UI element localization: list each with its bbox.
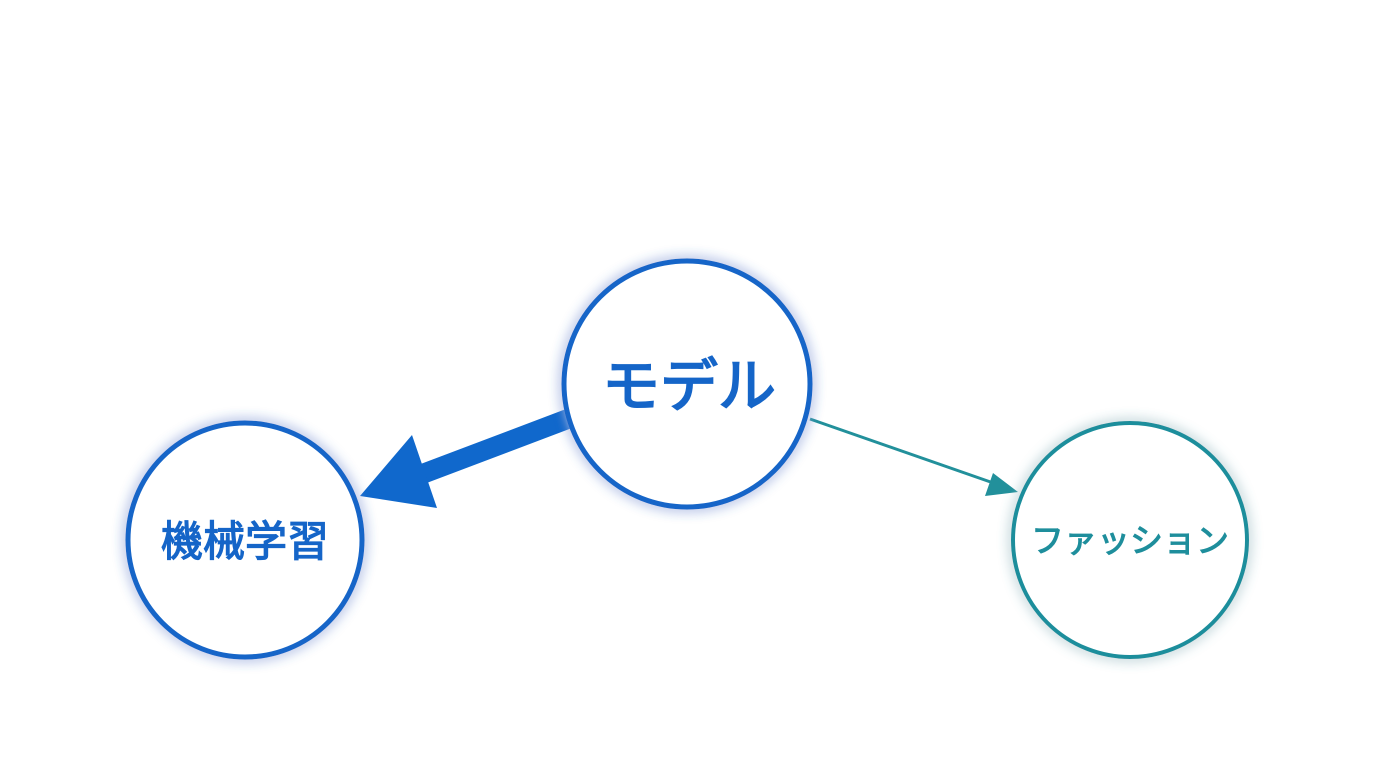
thick-arrow-head	[360, 435, 437, 508]
node-fashion-label: ファッション	[1031, 521, 1229, 560]
node-machine-learning-circle	[125, 420, 365, 660]
node-machine-learning-label: 機械学習	[161, 517, 329, 566]
node-model-circle	[561, 258, 813, 510]
edge-model-to-fashion	[809, 417, 1018, 496]
node-machine-learning: 機械学習	[125, 420, 365, 660]
edge-model-to-machine-learning	[360, 409, 572, 508]
thin-arrow-shaft	[809, 417, 1003, 488]
node-model-label: モデル	[602, 352, 776, 420]
thin-arrow-head	[985, 473, 1018, 496]
node-model: モデル	[561, 258, 813, 510]
thick-arrow-shaft	[418, 409, 572, 484]
node-fashion-circle	[1011, 421, 1249, 659]
node-fashion: ファッション	[1011, 421, 1249, 659]
